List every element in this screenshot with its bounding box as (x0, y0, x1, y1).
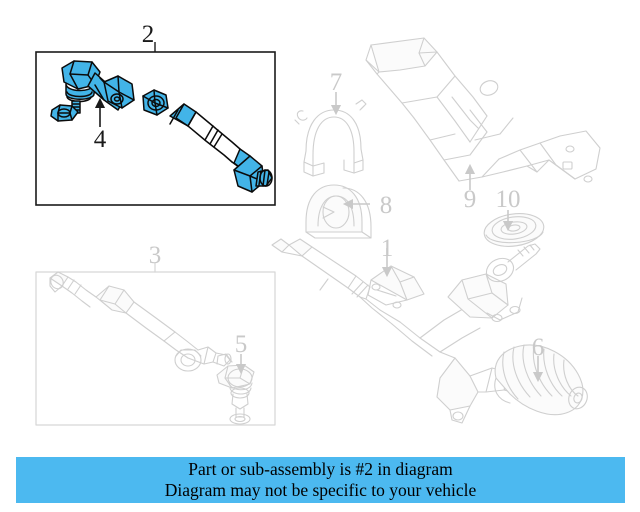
callout-label-8: 8 (380, 192, 393, 219)
callout-10: 10 (496, 186, 521, 232)
callout-label-2: 2 (142, 21, 155, 48)
inner-tie-rod-art (49, 271, 255, 425)
callout-label-3: 3 (149, 242, 162, 269)
callout-9: 9 (464, 163, 477, 213)
callout-label-9: 9 (464, 186, 477, 213)
callout-8: 8 (342, 192, 393, 219)
crossmember-bracket-art (365, 37, 601, 183)
grommet-seal-art (483, 213, 545, 247)
banner-line-1: Part or sub-assembly is #2 in diagram (188, 459, 453, 479)
mount-bushing-art (305, 184, 372, 239)
banner-line-2: Diagram may not be specific to your vehi… (164, 480, 477, 500)
outer-tie-rod-assembly-art (50, 60, 273, 193)
callout-1: 1 (381, 235, 394, 278)
callout-7: 7 (330, 69, 343, 116)
callout-6: 6 (532, 334, 545, 383)
info-banner: Part or sub-assembly is #2 in diagram Di… (16, 457, 625, 503)
callout-label-10: 10 (496, 186, 521, 213)
callout-4: 4 (94, 97, 107, 153)
callout-label-6: 6 (532, 334, 545, 361)
callout-label-5: 5 (235, 331, 248, 358)
callout-label-1: 1 (381, 235, 394, 262)
callout-5: 5 (235, 331, 248, 375)
callout-label-4: 4 (94, 126, 107, 153)
callout-label-7: 7 (330, 69, 343, 96)
